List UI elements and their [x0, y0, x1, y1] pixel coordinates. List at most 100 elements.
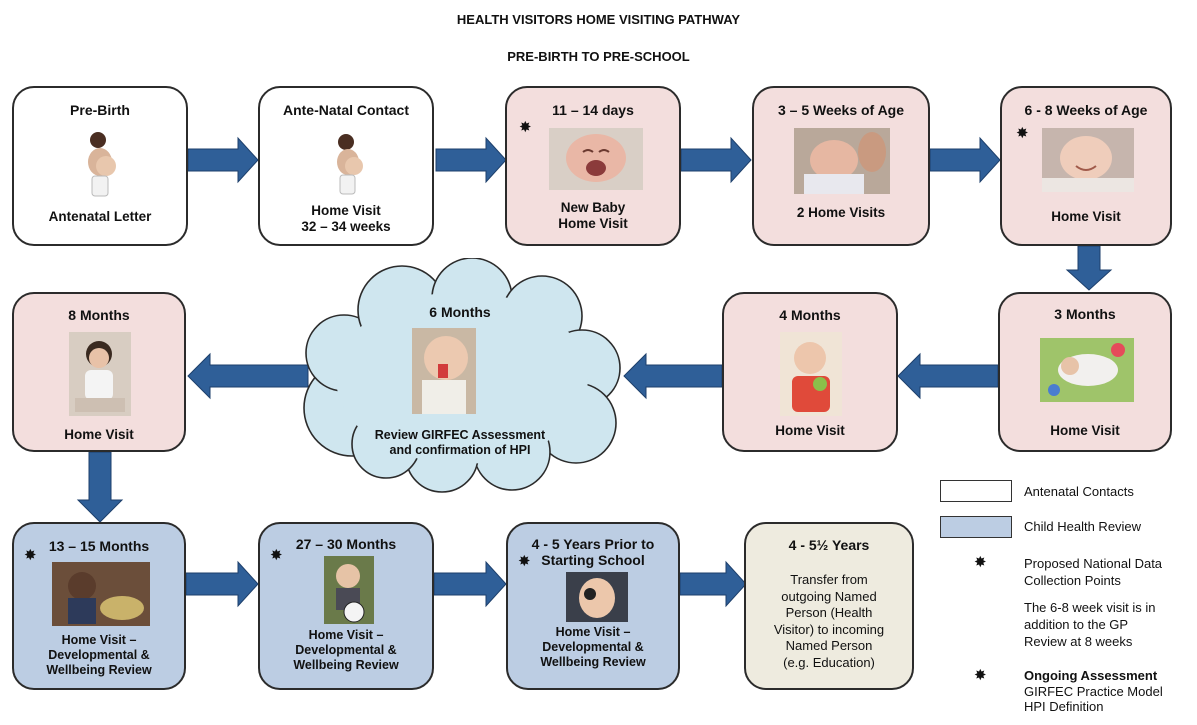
baby-with-rattle-photo: [780, 332, 842, 416]
stage-27-30-months: 27 – 30 Months ✸ Home Visit – Developmen…: [258, 522, 434, 690]
stage-title: 8 Months: [68, 307, 130, 323]
stage-text-line2: Developmental &: [48, 648, 150, 662]
pregnant-woman-image: [88, 132, 116, 197]
toddler-with-ball-photo: [324, 556, 374, 624]
legend-ongoing-title: Ongoing Assessment: [1024, 668, 1158, 683]
stage-3-5-weeks: 3 – 5 Weeks of Age 2 Home Visits: [752, 86, 930, 246]
stage-title: Pre-Birth: [70, 102, 130, 118]
sitting-baby-photo: [69, 332, 131, 416]
stage-text-line1: Home Visit –: [61, 633, 137, 647]
arrow-right-7: [679, 560, 747, 608]
stage-13-15-months: 13 – 15 Months ✸ Home Visit – Developmen…: [12, 522, 186, 690]
stage-text-line2: Home Visit: [558, 216, 628, 231]
transfer-text-line: Named Person: [785, 638, 873, 653]
transfer-text-line: Person (Health: [785, 605, 873, 620]
stage-text-line1: Home Visit –: [308, 628, 384, 642]
stage-4-5-half-years: 4 - 5½ Years Transfer from outgoing Name…: [744, 522, 914, 690]
legend-data-collection: Proposed National Data Collection Points: [1024, 555, 1162, 589]
child-eye-patch-photo: [566, 572, 628, 622]
arrow-right-3: [680, 136, 752, 184]
pregnant-woman-image: [337, 134, 363, 195]
toddler-eating-photo: [52, 562, 150, 626]
stage-title: 27 – 30 Months: [295, 536, 397, 552]
stage-text-line2: 32 – 34 weeks: [301, 219, 391, 234]
stage-text-line1: New Baby: [560, 200, 626, 215]
arrow-right-6: [433, 560, 507, 608]
stage-6-months: 6 Months Review GIRFEC Assessment and co…: [292, 258, 628, 494]
stage-text-line1: Home Visit: [311, 203, 381, 218]
stage-text-line3: Wellbeing Review: [293, 658, 399, 672]
legend-swatch-child-health-review: [940, 516, 1012, 538]
stage-title: 4 - 5½ Years: [788, 537, 870, 553]
stage-text: Home Visit: [1051, 209, 1121, 224]
data-collection-star-icon: ✸: [518, 553, 531, 570]
transfer-text-line: Transfer from: [790, 572, 868, 587]
stage-title: 4 Months: [779, 307, 841, 323]
arrow-left-2: [623, 352, 723, 400]
stage-title: 3 Months: [1054, 306, 1116, 322]
stage-title: 6 - 8 Weeks of Age: [1024, 102, 1148, 118]
legend-swatch-antenatal: [940, 480, 1012, 502]
arrow-left-3: [187, 352, 309, 400]
stage-title-line1: 4 - 5 Years Prior to: [531, 536, 655, 552]
legend-antenatal-label: Antenatal Contacts: [1024, 484, 1134, 499]
legend-data-collection-line: Proposed National Data: [1024, 556, 1163, 571]
stage-title: 3 – 5 Weeks of Age: [777, 102, 905, 118]
transfer-text-line: (e.g. Education): [783, 654, 875, 670]
stage-text-line1: Home Visit –: [555, 625, 631, 639]
legend-data-collection-line: Collection Points: [1024, 573, 1121, 588]
arrow-right-1: [187, 136, 259, 184]
stage-title-line2: Starting School: [541, 552, 645, 568]
stage-text-line1: Review GIRFEC Assessment: [374, 428, 546, 442]
legend-ongoing-line: GIRFEC Practice Model: [1024, 683, 1163, 699]
stage-text: Home Visit: [775, 423, 845, 438]
stage-4-months: 4 Months Home Visit: [722, 292, 898, 452]
stage-text: Home Visit: [64, 427, 134, 442]
stage-8-months: 8 Months Home Visit: [12, 292, 186, 452]
stage-text: Antenatal Letter: [48, 209, 152, 224]
stage-4-5-years: 4 - 5 Years Prior to Starting School ✸ H…: [506, 522, 680, 690]
arrow-right-5: [185, 560, 259, 608]
data-collection-star-icon: ✸: [24, 547, 37, 564]
legend-child-health-review-label: Child Health Review: [1024, 519, 1142, 534]
legend-ongoing-line: HPI Definition: [1024, 699, 1104, 714]
stage-ante-natal-contact: Ante-Natal Contact Home Visit 32 – 34 we…: [258, 86, 434, 246]
stage-11-14-days: 11 – 14 days ✸ New Baby Home Visit: [505, 86, 681, 246]
crying-newborn-photo: [549, 128, 643, 190]
stage-pre-birth: Pre-Birth Antenatal Letter: [12, 86, 188, 246]
stage-title: 11 – 14 days: [552, 102, 634, 118]
stage-3-months: 3 Months Home Visit: [998, 292, 1172, 452]
stage-title: 6 Months: [429, 304, 491, 320]
transfer-text-line: Visitor) to incoming: [773, 621, 885, 637]
diagram-subtitle: PRE-BIRTH TO PRE-SCHOOL: [507, 49, 690, 64]
stage-6-8-weeks: 6 - 8 Weeks of Age ✸ Home Visit: [1000, 86, 1172, 246]
legend-star-icon: ✸: [974, 554, 987, 571]
arrow-right-4: [929, 136, 1001, 184]
baby-with-toy-photo: [412, 328, 476, 414]
stage-text-line2: Developmental &: [295, 643, 397, 657]
legend-star-icon: ✸: [974, 667, 987, 684]
data-collection-star-icon: ✸: [1016, 125, 1029, 142]
arrow-right-2: [435, 136, 507, 184]
data-collection-star-icon: ✸: [270, 547, 283, 564]
data-collection-star-icon: ✸: [519, 119, 532, 136]
arrow-down-1: [1065, 245, 1113, 291]
transfer-text: Transfer from outgoing Named Person (Hea…: [746, 572, 912, 671]
legend-note-line: The 6-8 week visit is in: [1024, 600, 1156, 615]
baby-on-playmat-photo: [1040, 338, 1134, 402]
legend-note-line: addition to the GP: [1024, 617, 1129, 632]
legend-note-line: Review at 8 weeks: [1024, 634, 1133, 649]
stage-title: 13 – 15 Months: [48, 538, 150, 554]
stage-text-line3: Wellbeing Review: [46, 663, 152, 677]
legend-note: The 6-8 week visit is in addition to the…: [1024, 599, 1156, 650]
legend-ongoing-assessment: Ongoing Assessment GIRFEC Practice Model…: [1024, 668, 1163, 715]
stage-text-line3: Wellbeing Review: [540, 655, 646, 669]
arrow-down-2: [76, 451, 124, 523]
stage-text: Home Visit: [1050, 423, 1120, 438]
baby-with-father-photo: [794, 128, 890, 194]
arrow-left-1: [897, 352, 999, 400]
stage-text: 2 Home Visits: [796, 205, 886, 220]
smiling-baby-photo: [1042, 128, 1134, 192]
stage-text-line2: and confirmation of HPI: [389, 443, 531, 457]
diagram-title: HEALTH VISITORS HOME VISITING PATHWAY: [456, 12, 741, 27]
